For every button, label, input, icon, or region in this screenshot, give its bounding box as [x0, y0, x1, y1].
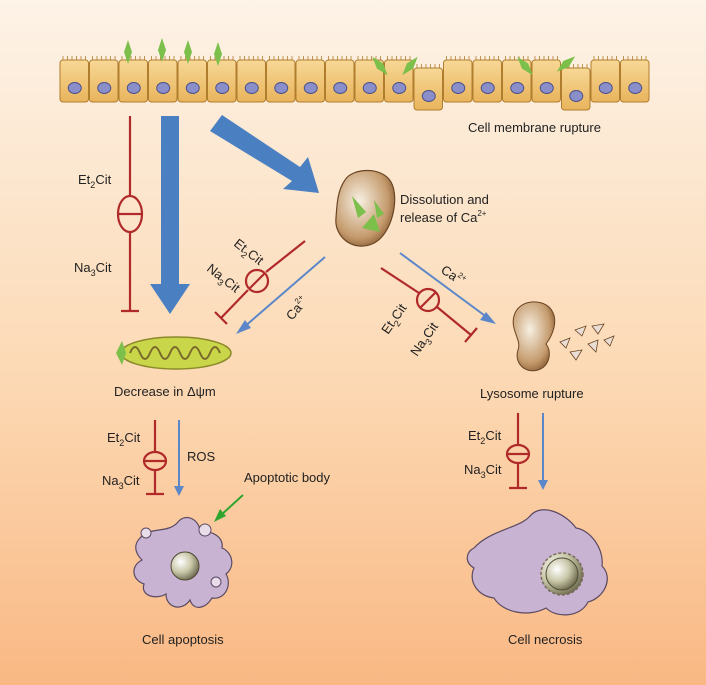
mitochondrion — [116, 336, 232, 370]
epithelial-cell — [207, 59, 237, 103]
epithelial-cell — [590, 59, 620, 103]
cell-nucleus — [244, 82, 259, 94]
epithelial-cell — [118, 59, 148, 103]
epithelial-cell — [502, 59, 532, 103]
cell-nucleus — [628, 82, 643, 94]
epithelial-cell — [354, 59, 384, 103]
epithelial-cell — [89, 59, 119, 103]
cell-nucleus — [510, 82, 525, 94]
ca-label-left: Ca2+ — [282, 293, 311, 323]
na3cit-label-4: Na3Cit — [102, 473, 140, 491]
crystal-shard — [184, 40, 192, 64]
epithelial-cell — [59, 59, 89, 103]
apoptotic-body-arrow — [214, 494, 244, 522]
crystal-shard — [402, 56, 418, 76]
epithelial-cell — [177, 59, 207, 103]
apoptotic-cell — [133, 517, 233, 608]
cell-nucleus — [97, 82, 112, 94]
et2cit-label-1: Et2Cit — [78, 172, 112, 190]
epithelial-cell — [236, 59, 266, 103]
inhibitor-mito-path — [214, 240, 306, 325]
cell-nucleus — [539, 82, 554, 94]
crystal-shard — [556, 56, 576, 72]
crystal-shard — [124, 40, 132, 64]
cell-nucleus — [156, 82, 171, 94]
ros-arrow — [174, 420, 184, 496]
thick-arrow-down — [150, 116, 190, 314]
inhibitor-membrane-path — [116, 116, 144, 313]
et2cit-label-2: Et2Cit — [229, 236, 267, 271]
epithelial-cell — [413, 67, 443, 111]
crystal-shard — [214, 42, 222, 66]
cell-nucleus — [333, 82, 348, 94]
crystal-particle — [335, 169, 396, 247]
epithelial-cell — [295, 59, 325, 103]
epithelial-cell — [325, 59, 355, 103]
na3cit-label-5: Na3Cit — [464, 462, 502, 480]
et2cit-label-3: Et2Cit — [378, 301, 412, 339]
inhibitor-necrosis-path — [505, 413, 531, 490]
ruptured-lysosome — [512, 301, 615, 372]
cell-nucleus — [451, 82, 466, 94]
cell-nucleus — [67, 82, 82, 94]
na3cit-label-1: Na3Cit — [74, 260, 112, 278]
necrosis-label: Cell necrosis — [508, 632, 583, 647]
epithelial-cell — [443, 59, 473, 103]
epithelial-cell — [266, 59, 296, 103]
ca-arrow-to-lysosome — [399, 252, 496, 324]
membrane-rupture-label: Cell membrane rupture — [468, 120, 601, 135]
epithelial-cell — [561, 67, 591, 111]
necrosis-arrow — [538, 413, 548, 490]
epithelial-cell — [620, 59, 650, 103]
cell-nucleus — [126, 82, 141, 94]
et2cit-label-4: Et2Cit — [107, 430, 141, 448]
apoptotic-body-label: Apoptotic body — [244, 470, 331, 485]
cell-nucleus — [569, 90, 584, 102]
epithelial-cell-layer — [59, 38, 650, 111]
thick-arrow-diagonal — [210, 115, 319, 193]
dissolution-label-line2: release of Ca2+ — [400, 209, 487, 225]
inhibitor-lysosome-path — [380, 267, 478, 343]
epithelial-cell — [472, 59, 502, 103]
decrease-label: Decrease in Δψm — [114, 384, 216, 399]
apoptosis-label: Cell apoptosis — [142, 632, 224, 647]
lysosome-label: Lysosome rupture — [480, 386, 584, 401]
cell-nucleus — [215, 82, 230, 94]
inhibitor-ros-path — [142, 420, 168, 496]
epithelial-cell — [531, 59, 561, 103]
ros-label: ROS — [187, 449, 216, 464]
cell-nucleus — [362, 82, 377, 94]
necrotic-cell — [466, 509, 608, 616]
cell-nucleus — [185, 82, 200, 94]
cell-nucleus — [598, 82, 613, 94]
crystal-shard — [517, 56, 533, 76]
cell-nucleus — [392, 82, 407, 94]
epithelial-cell — [148, 59, 178, 103]
cell-nucleus — [421, 90, 436, 102]
cell-nucleus — [480, 82, 495, 94]
et2cit-label-5: Et2Cit — [468, 428, 502, 446]
crystal-shard — [372, 56, 388, 76]
cell-nucleus — [303, 82, 318, 94]
na3cit-label-2: Na3Cit — [202, 261, 243, 299]
na3cit-label-3: Na3Cit — [407, 319, 443, 360]
dissolution-label-line1: Dissolution and — [400, 192, 489, 207]
ca-arrow-to-mitochondrion — [236, 256, 326, 334]
crystal-shard — [158, 38, 166, 62]
cell-nucleus — [274, 82, 289, 94]
